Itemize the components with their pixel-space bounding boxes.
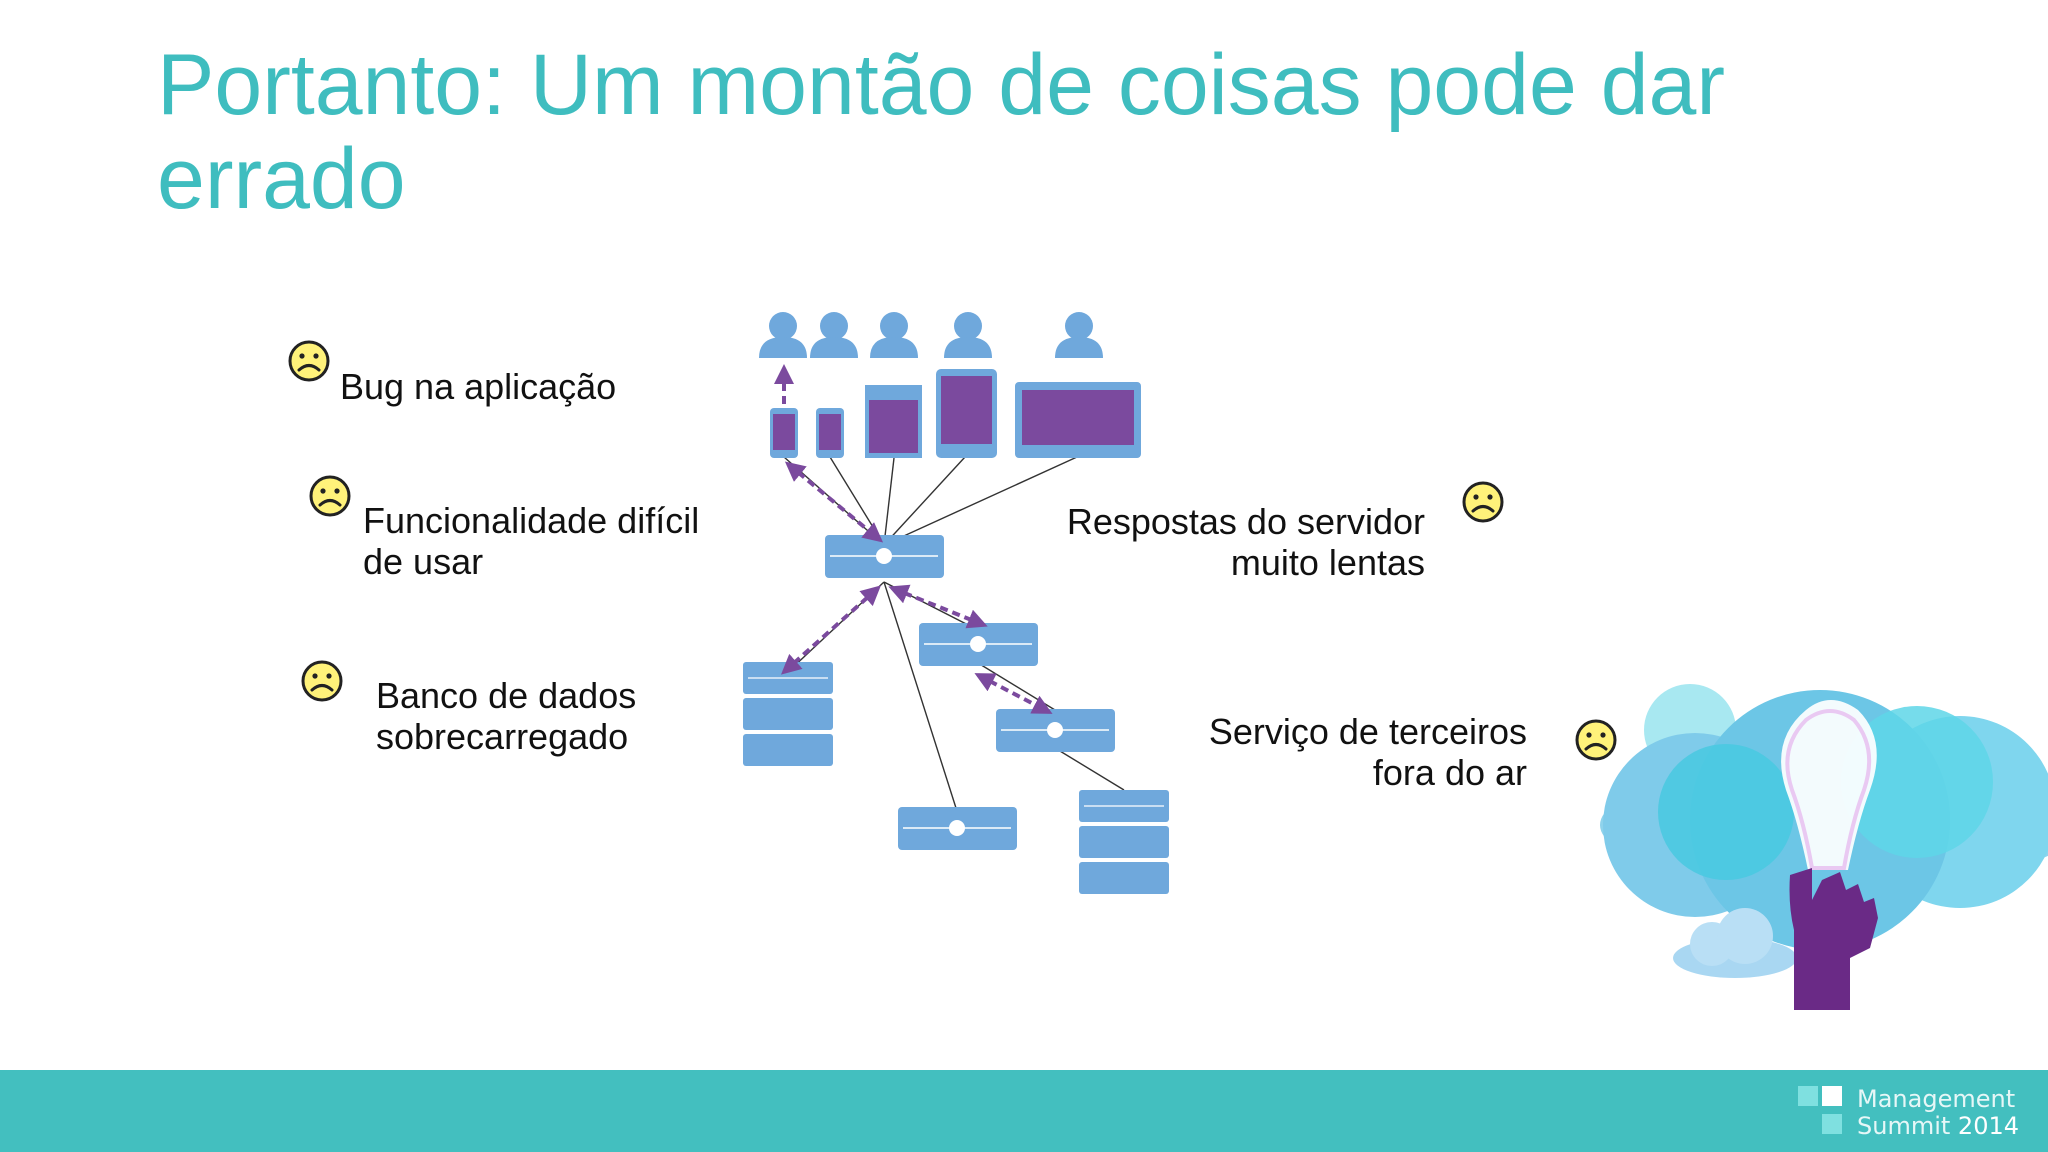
dashed-arrow	[781, 585, 881, 675]
sad-face-icon	[288, 340, 330, 382]
service-node	[898, 807, 1017, 850]
tablet-device	[936, 369, 997, 458]
issue-label-line: Bug na aplicação	[340, 366, 617, 407]
browser-window-device	[865, 385, 922, 458]
architecture-diagram	[743, 312, 2048, 1010]
issue-label-line: Funcionalidade difícil	[363, 500, 700, 541]
service-node	[996, 709, 1115, 752]
user-icon	[944, 312, 992, 358]
footer-bar	[0, 1070, 2048, 1152]
database-stack	[1079, 790, 1169, 894]
issue-label-third-party: Serviço de terceiros fora do ar	[1090, 711, 1527, 793]
user-icon	[1055, 312, 1103, 358]
dashed-arrow	[784, 461, 884, 543]
footer-sub: Summit	[1857, 1112, 1951, 1140]
dashed-arrow	[974, 673, 1053, 714]
service-node	[919, 623, 1038, 666]
issue-label-line: Respostas do servidor	[1066, 501, 1425, 542]
footer-year: 2014	[1957, 1112, 2019, 1140]
small-cloud	[1673, 908, 1797, 978]
sad-face-icon	[1575, 719, 1617, 761]
devices	[770, 369, 1141, 458]
dashed-arrow	[888, 584, 988, 629]
sad-face-icon	[301, 660, 343, 702]
issue-label-line: muito lentas	[1230, 542, 1425, 583]
server-nodes	[743, 535, 1169, 894]
slide-title: Portanto: Um montão de coisas pode dar e…	[157, 37, 1725, 227]
web-server-node	[825, 535, 944, 578]
cloud-lightbulb-illustration	[1600, 684, 2048, 1010]
issue-label-server-slow: Respostas do servidor muito lentas	[990, 501, 1425, 583]
hand-icon	[1789, 868, 1878, 1010]
user-icon	[810, 312, 858, 358]
database-stack	[743, 662, 833, 766]
sad-face-icon	[1462, 481, 1504, 523]
user-icon	[870, 312, 918, 358]
issue-label-line: Banco de dados	[376, 675, 637, 716]
issue-label-line: de usar	[363, 541, 484, 582]
issue-label-line: Serviço de terceiros	[1208, 711, 1527, 752]
sad-face-icon	[309, 475, 351, 517]
footer-brand: Management	[1857, 1085, 2016, 1113]
footer-subtitle: Summit 2014	[1857, 1113, 2019, 1139]
issue-label-line: sobrecarregado	[376, 716, 629, 757]
logo-squares-icon	[1798, 1086, 1842, 1134]
issue-label-usability: Funcionalidade difícil de usar	[363, 500, 699, 582]
issue-label-line: fora do ar	[1372, 752, 1527, 793]
issue-label-app-bug: Bug na aplicação	[340, 366, 616, 407]
user-icon	[759, 312, 807, 358]
issue-label-database: Banco de dados sobrecarregado	[376, 675, 636, 757]
phone-device	[816, 408, 844, 458]
laptop-device	[1015, 382, 1141, 458]
user-icons	[759, 312, 1103, 358]
dashed-arrows	[774, 364, 1053, 714]
phone-device	[770, 408, 798, 458]
